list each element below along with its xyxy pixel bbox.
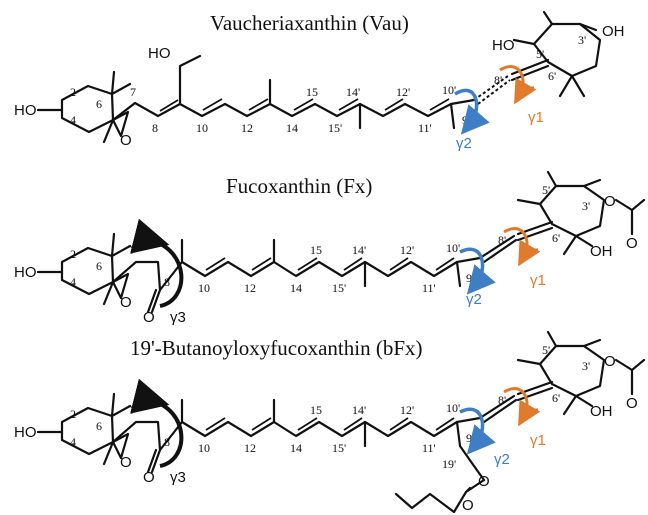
- atom-label: O: [120, 454, 132, 471]
- atom-number: 14': [346, 85, 360, 99]
- atom-number: 9': [466, 431, 474, 445]
- atom-label: OH: [602, 23, 625, 40]
- atom-number: 8': [498, 393, 506, 407]
- atom-number: 2: [70, 247, 76, 261]
- gamma2-label: γ2: [456, 135, 472, 152]
- gamma2-label: γ2: [494, 451, 510, 468]
- atom-number: 14: [286, 121, 298, 135]
- atom-number: 10: [196, 121, 208, 135]
- atom-number: 6': [548, 69, 556, 83]
- atom-number: 6': [552, 231, 560, 245]
- atom-number: 15': [332, 441, 346, 455]
- atom-number: 15': [332, 281, 346, 295]
- atom-number: 9': [466, 271, 474, 285]
- atom-number: 5': [536, 47, 544, 61]
- atom-number: 8': [498, 233, 506, 247]
- atom-label: OH: [590, 243, 613, 260]
- atom-label: O: [478, 473, 490, 490]
- atom-number: 2: [70, 407, 76, 421]
- molecule-title: 19'-Butanoyloxyfucoxanthin (bFx): [130, 336, 423, 360]
- atom-number: 15: [306, 85, 318, 99]
- atom-number: 11': [422, 281, 436, 295]
- atom-label: HO: [492, 37, 515, 54]
- atom-number: 14': [352, 403, 366, 417]
- atom-number: 7: [130, 85, 136, 99]
- atom-label: O: [604, 193, 616, 210]
- atom-label: HO: [148, 45, 171, 62]
- molecule-title: Fucoxanthin (Fx): [226, 174, 372, 198]
- atom-number: 10': [446, 241, 460, 255]
- gamma3-label: γ3: [170, 469, 186, 486]
- atom-number: 3': [578, 33, 586, 47]
- atom-number: 10': [446, 401, 460, 415]
- atom-number: 8: [152, 121, 158, 135]
- atom-label: O: [462, 497, 474, 514]
- atom-number: 12: [244, 441, 256, 455]
- atom-number: 4: [70, 275, 76, 289]
- atom-number: 15: [310, 243, 322, 257]
- atom-label: O: [120, 132, 132, 149]
- atom-label: O: [143, 309, 155, 326]
- atom-number: 6: [96, 97, 102, 111]
- atom-number: 7': [526, 83, 534, 97]
- molecule-fucoxanthin: Fucoxanthin (Fx) HO O O O OH O 2 4 6 7 8…: [14, 170, 646, 326]
- atom-number: 15': [328, 121, 342, 135]
- atom-number: 7': [530, 245, 538, 259]
- atom-number: 4: [70, 435, 76, 449]
- atom-number: 7: [130, 243, 136, 257]
- atom-number: 6: [96, 419, 102, 433]
- atom-number: 12: [241, 121, 253, 135]
- atom-number: 19': [442, 457, 456, 471]
- atom-number: 7: [130, 403, 136, 417]
- atom-number: 8: [164, 275, 170, 289]
- atom-number: 2: [70, 85, 76, 99]
- atom-number: 6': [552, 391, 560, 405]
- gamma1-label: γ1: [530, 432, 546, 449]
- atom-label: HO: [14, 102, 37, 119]
- atom-label: HO: [14, 264, 37, 281]
- atom-number: 12': [400, 243, 414, 257]
- atom-number: 14': [352, 243, 366, 257]
- atom-number: 3': [582, 359, 590, 373]
- atom-number: 5': [542, 343, 550, 357]
- atom-label: HO: [14, 424, 37, 441]
- atom-number: 12: [244, 281, 256, 295]
- atom-number: 4: [70, 113, 76, 127]
- atom-label: O: [626, 235, 638, 252]
- atom-number: 8': [494, 73, 502, 87]
- atom-number: 9': [462, 113, 470, 127]
- atom-number: 3': [582, 199, 590, 213]
- atom-number: 10: [198, 281, 210, 295]
- gamma1-label: γ1: [528, 109, 544, 126]
- atom-number: 8: [164, 435, 170, 449]
- atom-number: 11': [422, 441, 436, 455]
- atom-label: O: [120, 294, 132, 311]
- atom-number: 12': [396, 85, 410, 99]
- atom-label: O: [604, 353, 616, 370]
- atom-number: 5': [542, 183, 550, 197]
- atom-number: 10: [198, 441, 210, 455]
- atom-number: 6: [96, 259, 102, 273]
- molecule-title: Vaucheriaxanthin (Vau): [210, 11, 409, 35]
- atom-label: O: [143, 469, 155, 486]
- gamma2-label: γ2: [466, 291, 482, 308]
- molecule-butanoyloxyfucoxanthin: 19'-Butanoyloxyfucoxanthin (bFx) HO O O …: [14, 330, 646, 514]
- atom-label: OH: [590, 403, 613, 420]
- atom-label: O: [626, 395, 638, 412]
- atom-number: 14: [290, 281, 302, 295]
- atom-number: 15: [310, 403, 322, 417]
- atom-number: 12': [400, 403, 414, 417]
- atom-number: 14: [290, 441, 302, 455]
- atom-number: 7': [530, 405, 538, 419]
- gamma1-label: γ1: [530, 272, 546, 289]
- molecule-vaucheriaxanthin: Vaucheriaxanthin (Vau) HO HO HO OH O 2 4…: [14, 10, 625, 152]
- atom-number: 11': [418, 121, 432, 135]
- atom-number: 10': [442, 83, 456, 97]
- gamma3-label: γ3: [170, 309, 186, 326]
